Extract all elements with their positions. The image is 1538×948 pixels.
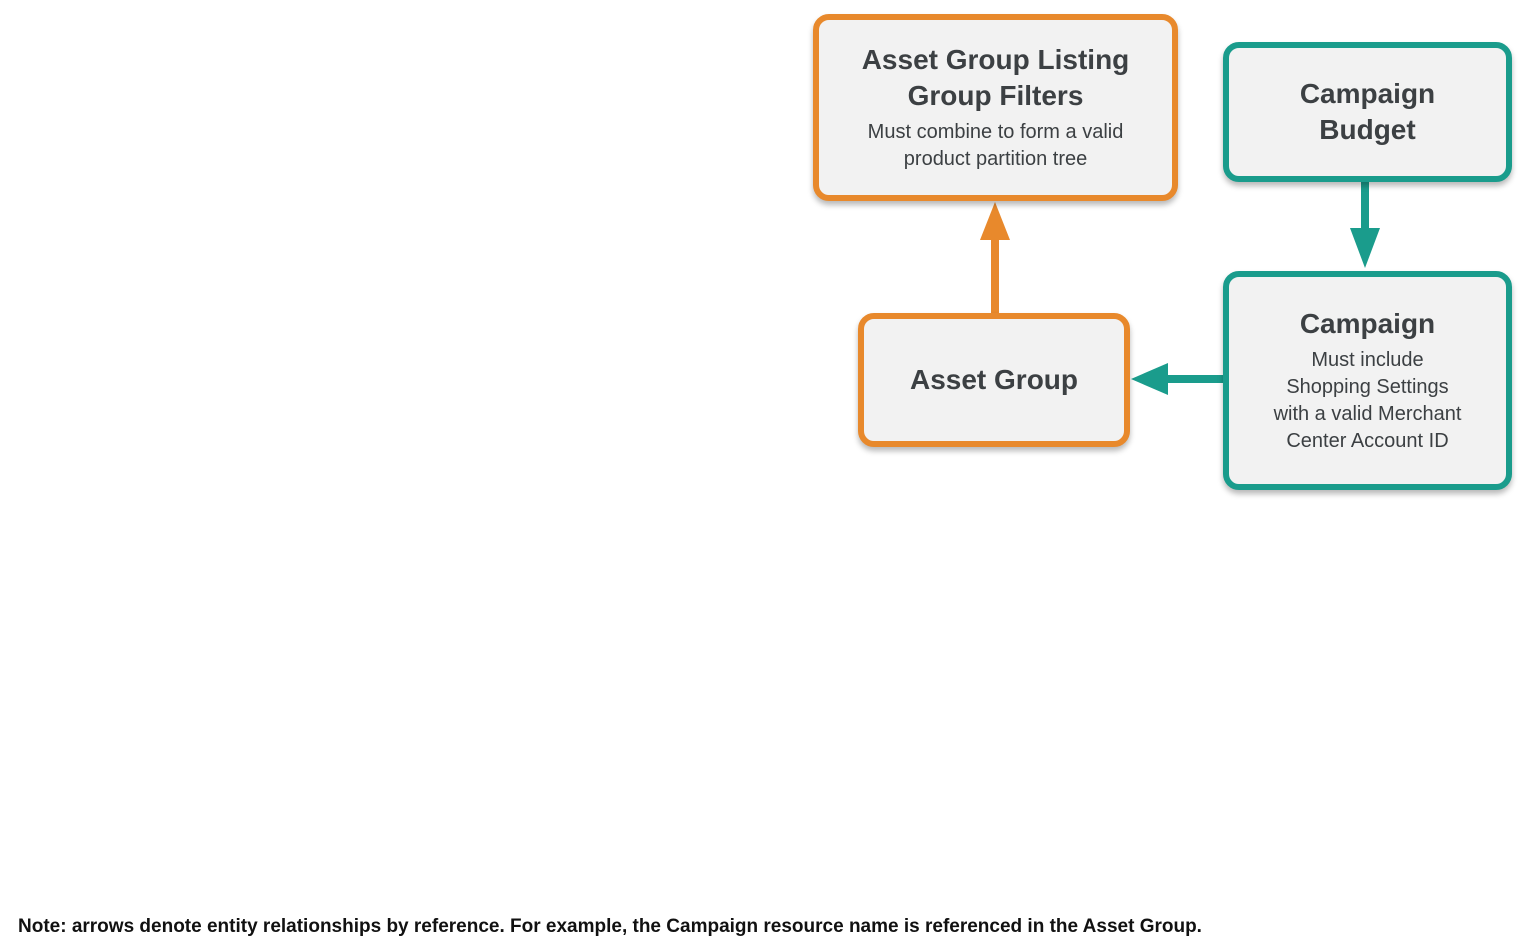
node-title: Campaign: [1299, 308, 1436, 340]
arrow-campaign-to-asset-group: [1131, 363, 1225, 395]
node-asset-group-listing-group-filters: Asset Group Listing Group Filters Must c…: [813, 14, 1178, 201]
footnote: Note: arrows denote entity relationships…: [18, 916, 1202, 937]
node-subtitle: Must combine to form a valid product par…: [867, 120, 1124, 170]
node-campaign-budget: Campaign Budget: [1223, 42, 1512, 182]
arrow-head-left: [1131, 363, 1168, 395]
arrow-asset-group-to-listing-filters: [980, 202, 1010, 316]
node-title: Asset Group: [909, 364, 1079, 396]
node-campaign: Campaign Must include Shopping Settings …: [1223, 271, 1512, 490]
node-subtitle: Must include Shopping Settings with a va…: [1273, 348, 1462, 452]
node-title: Asset Group Listing Group Filters: [861, 44, 1130, 111]
arrow-campaign-budget-to-campaign: [1350, 179, 1380, 268]
arrow-head-up: [980, 202, 1010, 240]
arrow-head-down: [1350, 228, 1380, 268]
node-asset-group: Asset Group: [858, 313, 1130, 447]
node-title: Campaign Budget: [1299, 78, 1436, 145]
